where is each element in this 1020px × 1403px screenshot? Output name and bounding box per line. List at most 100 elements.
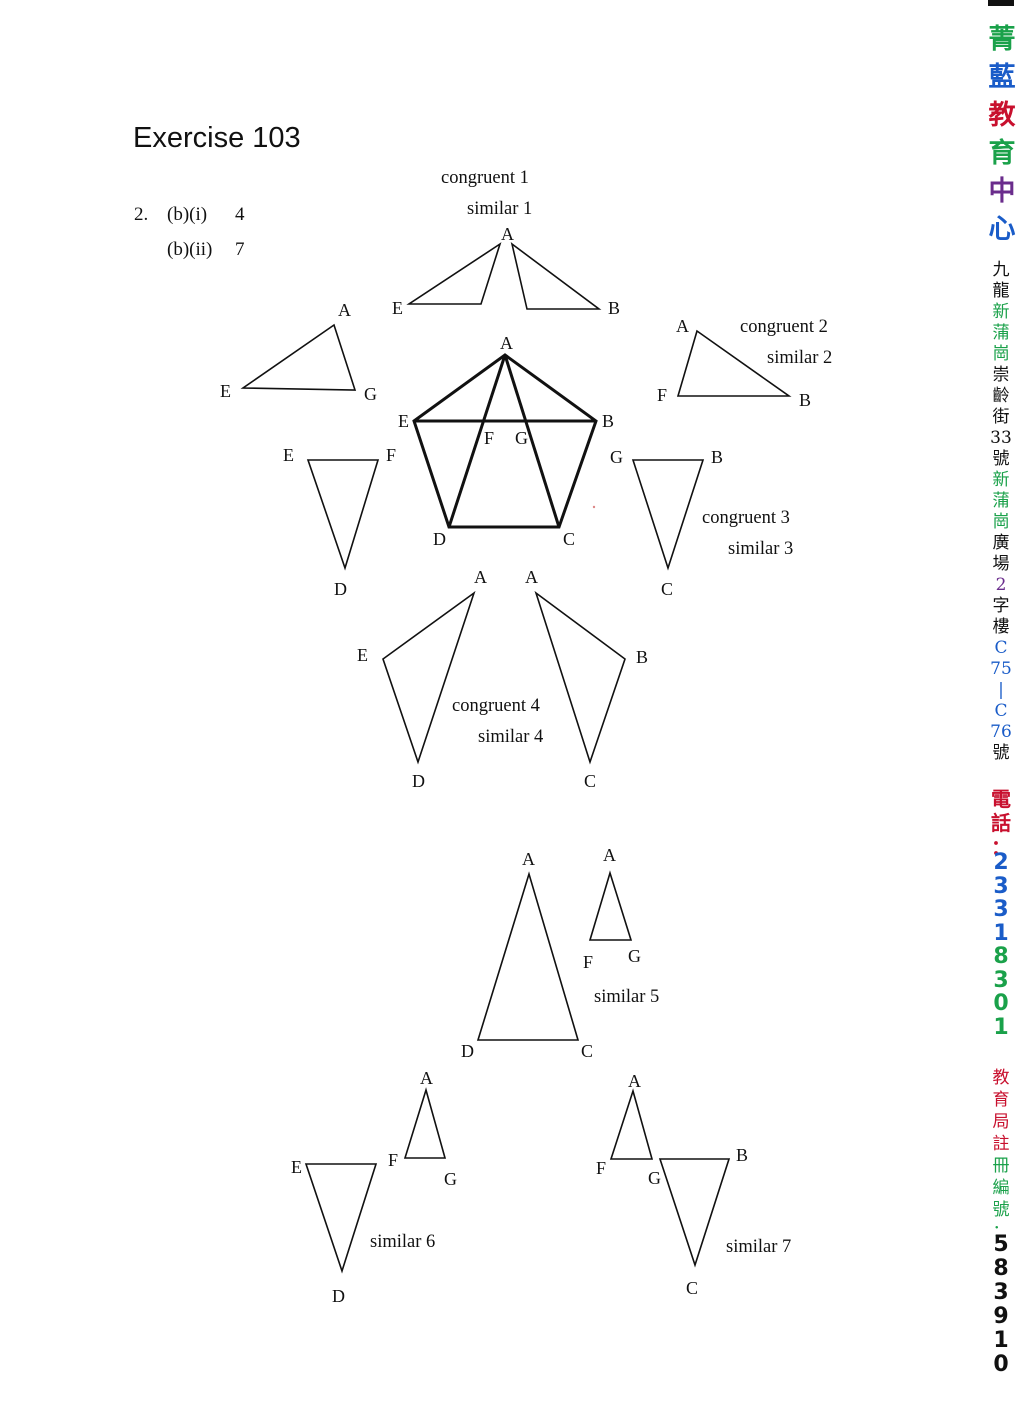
sidebar-address-char: 新	[992, 470, 1010, 490]
sidebar-name-char: 心	[988, 214, 1016, 245]
triangle-agb	[510, 242, 602, 310]
sidebar-reg-digit: 1	[993, 1328, 1009, 1353]
caption-congruent-3: congruent 3	[702, 508, 790, 528]
caption-similar-5: similar 5	[594, 987, 659, 1007]
label-c: C	[661, 579, 673, 599]
triangle-aed	[382, 590, 476, 765]
sidebar-reg-label-char: 冊	[992, 1156, 1010, 1176]
label-e: E	[220, 381, 231, 401]
label-g: G	[444, 1169, 457, 1189]
label-g: G	[648, 1168, 661, 1188]
geometry-figure: A E B F G D C A E B congruent 1 similar …	[220, 168, 832, 1306]
caption-similar-3: similar 3	[728, 539, 793, 559]
sidebar-reg-digit: 9	[993, 1304, 1009, 1329]
triangle-efd	[306, 459, 380, 571]
sidebar-address-char: 廣	[992, 533, 1010, 553]
sidebar-reg-label-char: ：	[992, 1222, 1010, 1242]
label-d: D	[461, 1041, 474, 1061]
sidebar-address-char: 2	[995, 575, 1007, 595]
sidebar-phone-digit: 3	[993, 873, 1009, 899]
triangle-adc	[476, 871, 580, 1041]
sidebar-address-char: 場	[992, 554, 1010, 574]
label-b: B	[602, 411, 614, 431]
sidebar-reg-digit: 0	[993, 1352, 1009, 1377]
answer-label-b-ii: (b)(ii)	[167, 239, 213, 260]
sidebar-top-bar	[988, 0, 1014, 6]
sidebar-address-char: 蒲	[992, 491, 1010, 511]
triangle-afb	[676, 329, 792, 397]
label-c: C	[686, 1278, 698, 1298]
triangle-aeg	[240, 323, 357, 391]
caption-congruent-4: congruent 4	[452, 696, 540, 716]
answer-value-b-ii: 7	[235, 239, 245, 260]
caption-congruent-1: congruent 1	[441, 168, 529, 188]
caption-similar-2: similar 2	[767, 348, 832, 368]
diagonal-ac	[503, 354, 561, 528]
triangle-afg	[403, 1087, 447, 1159]
sidebar-address-char: 75	[990, 659, 1012, 679]
label-f: F	[657, 385, 667, 405]
pentagon-outline	[412, 353, 598, 529]
label-a: A	[338, 300, 351, 320]
sidebar-reg-label-char: 編	[992, 1178, 1010, 1198]
sidebar-reg-label-char: 註	[992, 1134, 1010, 1154]
triangle-aef	[406, 242, 502, 305]
sidebar-address-char: 九	[992, 260, 1010, 280]
sidebar-phone-label-char: ：	[991, 835, 1011, 859]
sidebar-address-char: 樓	[992, 617, 1010, 637]
label-a: A	[628, 1071, 641, 1091]
label-b: B	[711, 447, 723, 467]
sidebar-reg-digit: 3	[993, 1280, 1009, 1305]
triangle-afg	[588, 870, 633, 941]
sidebar-address-char: C	[994, 638, 1008, 658]
sidebar-phone-digit: 8	[993, 944, 1009, 969]
sidebar-address-char: 號	[992, 449, 1010, 469]
caption-congruent-2: congruent 2	[740, 317, 828, 337]
question-number: 2.	[134, 204, 149, 225]
sidebar-address-char: 崗	[992, 512, 1010, 532]
sidebar-name-char: 菁	[988, 24, 1016, 55]
label-e: E	[283, 445, 294, 465]
label-e: E	[392, 298, 403, 318]
triangle-efd-left: E F D	[283, 445, 396, 599]
label-g: G	[515, 428, 528, 448]
triangle-afb-right: A F B congruent 2 similar 2	[657, 316, 832, 410]
label-e: E	[357, 645, 368, 665]
sidebar-address-char: 蒲	[992, 323, 1010, 343]
sidebar-address-char: 號	[992, 743, 1010, 763]
triangle-efd	[304, 1163, 378, 1274]
sidebar-phone-label-char: 電	[991, 787, 1011, 811]
answer-value-b-i: 4	[235, 204, 245, 225]
triangle-abc	[534, 590, 626, 765]
sidebar-name-char: 中	[988, 176, 1016, 207]
label-a: A	[676, 316, 689, 336]
label-d: D	[433, 529, 446, 549]
triangle-gbc-right: G B C congruent 3 similar 3	[610, 447, 793, 599]
label-b: B	[736, 1145, 748, 1165]
stray-dot	[592, 505, 596, 509]
sidebar-reg-label-char: 號	[992, 1200, 1010, 1220]
caption-similar-7: similar 7	[726, 1237, 791, 1257]
triangle-pair-1: A E B congruent 1 similar 1	[392, 168, 620, 318]
page-title: Exercise 103	[133, 122, 301, 154]
sidebar-address-char: 字	[992, 596, 1010, 616]
diagonal-ad	[447, 354, 507, 528]
caption-similar-6: similar 6	[370, 1232, 435, 1252]
sidebar-reg-label-char: 教	[992, 1068, 1010, 1088]
label-e: E	[291, 1157, 302, 1177]
label-c: C	[584, 771, 596, 791]
sidebar-phone-digit: 2	[993, 850, 1009, 875]
sidebar-phone-digit: 1	[993, 920, 1009, 946]
triangle-pair-5: A A F G D C similar 5	[461, 845, 659, 1061]
sidebar-phone-label-char: 話	[991, 811, 1011, 835]
label-b: B	[799, 390, 811, 410]
label-d: D	[332, 1286, 345, 1306]
triangle-pair-6: A F G E D similar 6	[291, 1068, 457, 1306]
sidebar-address-char: 龍	[992, 281, 1010, 301]
label-a: A	[474, 567, 487, 587]
sidebar-reg-digit: 5	[993, 1232, 1009, 1257]
sidebar-address-char: 齡	[992, 386, 1010, 406]
answer-label-b-i: (b)(i)	[167, 204, 208, 225]
label-b: B	[636, 647, 648, 667]
